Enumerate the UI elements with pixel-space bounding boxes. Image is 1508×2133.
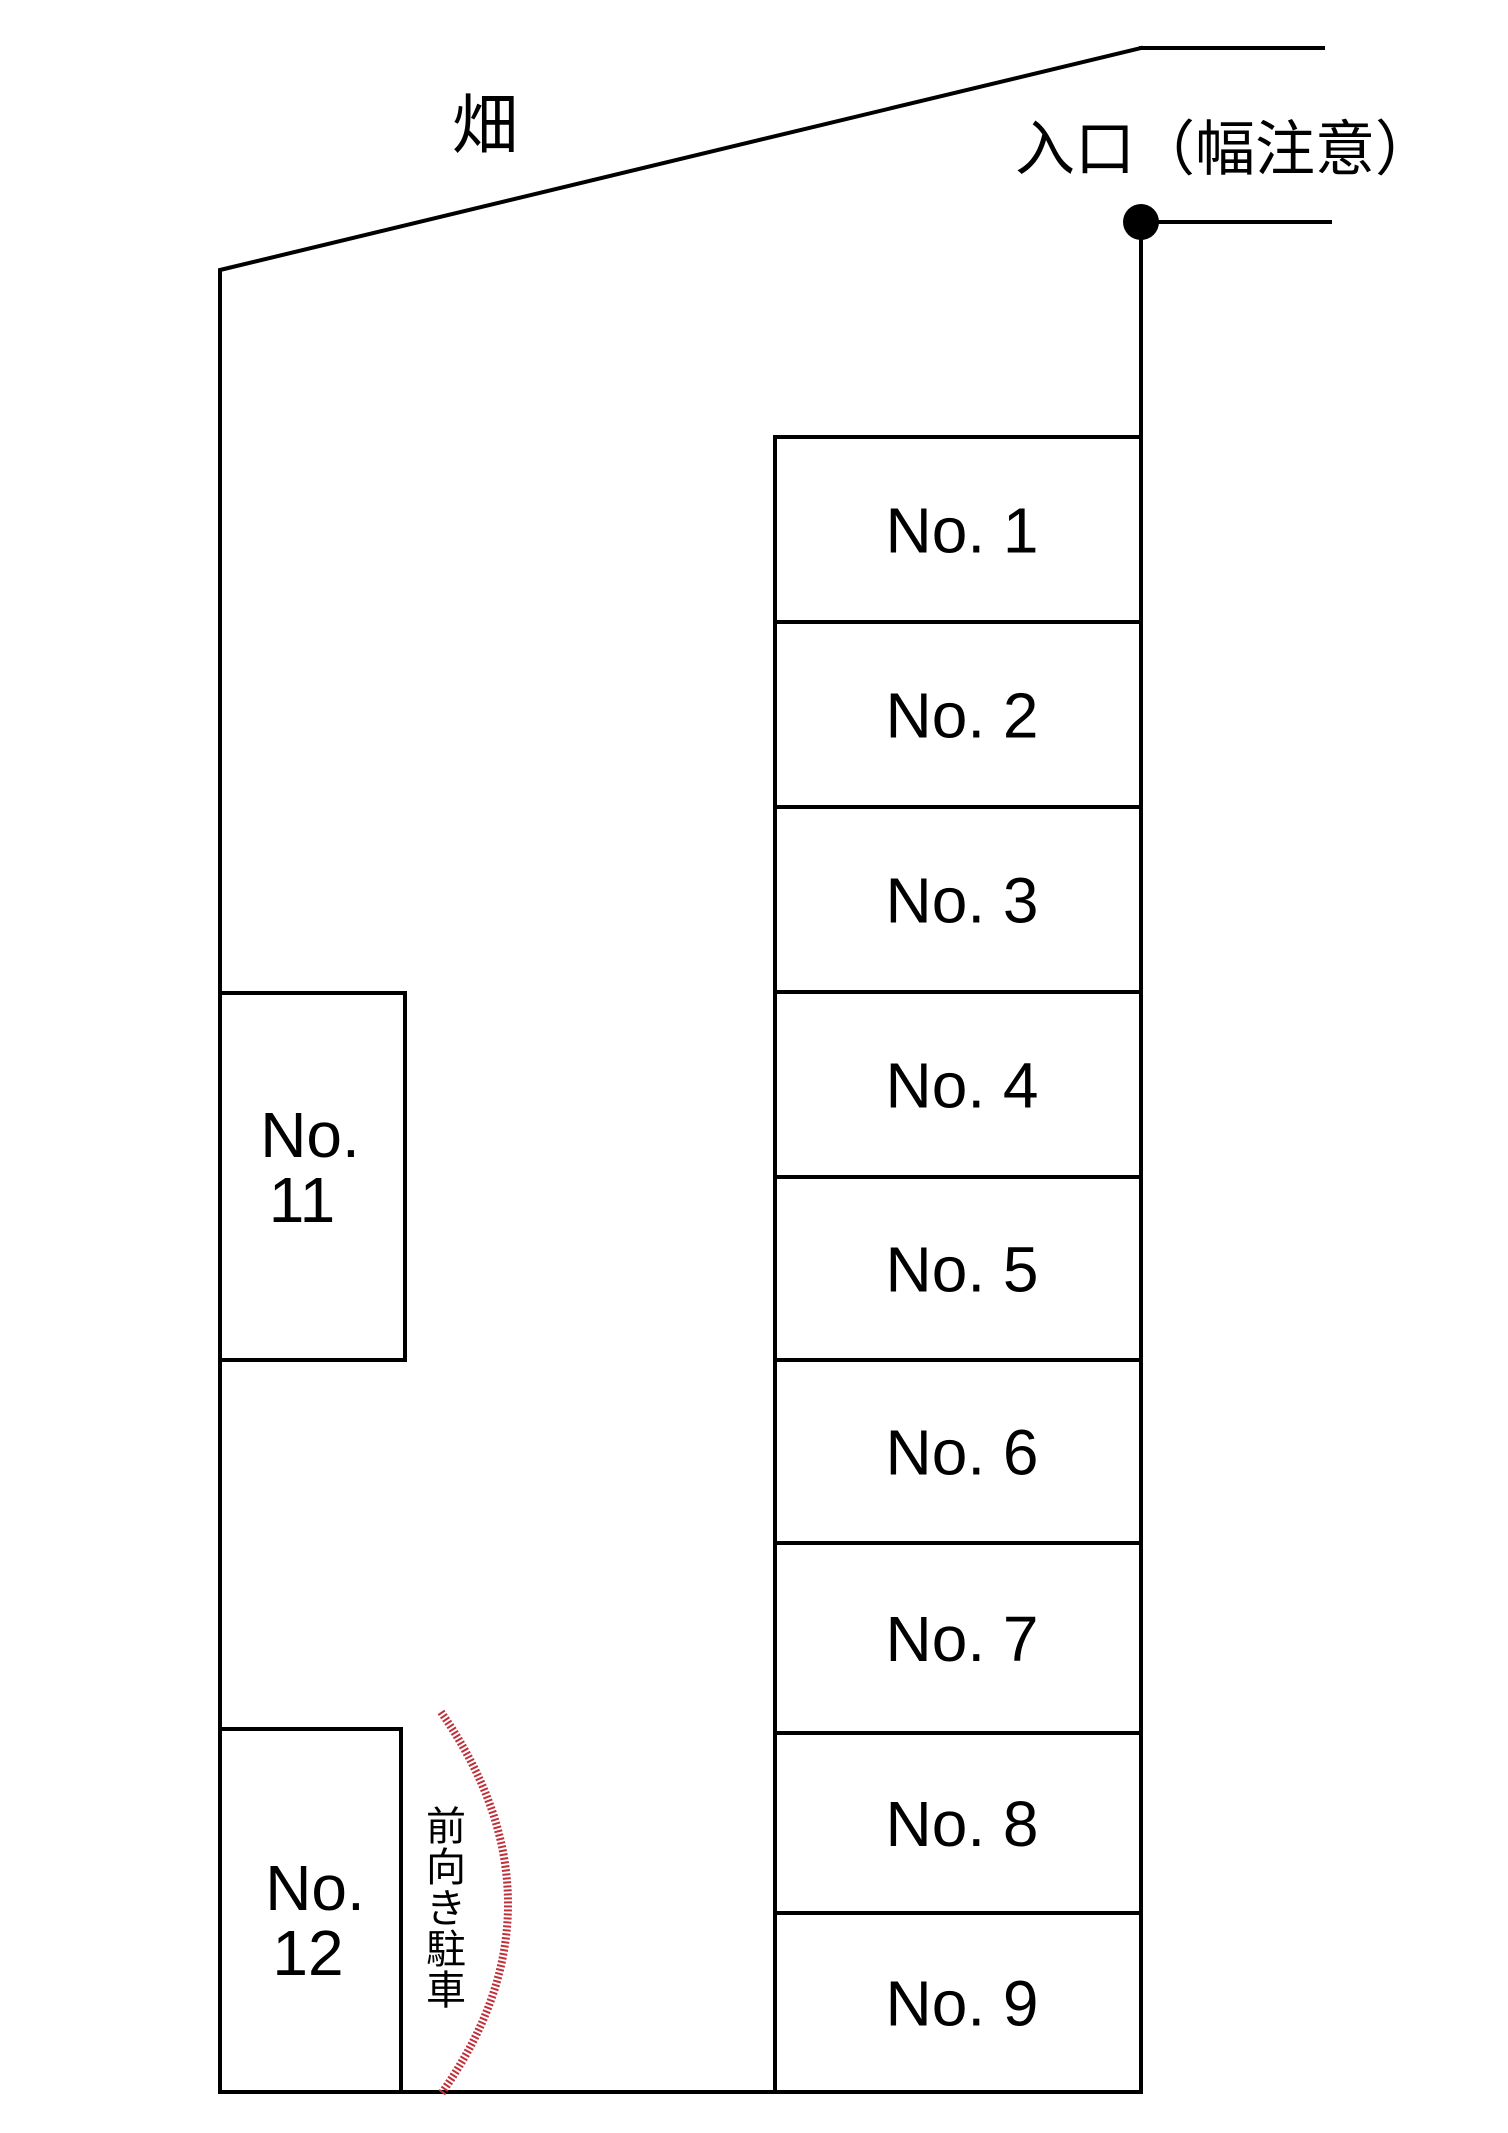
slot-7-label: No. 7: [886, 1603, 1039, 1675]
parking-slot-3: [773, 805, 1143, 994]
forward-parking-char: 向: [426, 1845, 466, 1891]
parking-slot-11: [218, 991, 407, 1362]
entrance-label: 入口（幅注意）: [1015, 115, 1435, 185]
slot-6-label: No. 6: [886, 1417, 1039, 1489]
forward-parking-arc: [437, 1709, 512, 2097]
parking-slot-7: [773, 1541, 1143, 1735]
entrance-marker: [1123, 204, 1159, 240]
slot-11-label-line1: No.: [260, 1099, 360, 1171]
slot-3-label: No. 3: [886, 865, 1039, 937]
slot-5-label: No. 5: [886, 1234, 1039, 1306]
slot-1-label: No. 1: [886, 495, 1039, 567]
forward-parking-char: 駐: [426, 1927, 466, 1973]
forward-parking-char: 前: [426, 1804, 466, 1850]
slot-4-label: No. 4: [886, 1050, 1039, 1122]
parking-slot-8: [773, 1731, 1143, 1915]
slot-11-label-line2: 11: [269, 1164, 335, 1236]
parking-slot-9: [773, 1911, 1143, 2094]
field-label: 畑: [452, 87, 518, 164]
slot-12-label-line1: No.: [265, 1852, 365, 1924]
right-slot-column: No. 1 No. 2 No. 3 No. 4 No. 5 No. 6 No. 7 No. 8…: [773, 435, 1143, 2094]
parking-slot-2: [773, 620, 1143, 809]
slot-2-label: No. 2: [886, 680, 1039, 752]
forward-parking-char: き: [426, 1886, 466, 1932]
slot-8-label: No. 8: [886, 1788, 1039, 1860]
slot-9-label: No. 9: [886, 1968, 1039, 2040]
parking-slot-1: [773, 435, 1143, 624]
forward-parking-char: 車: [426, 1968, 466, 2014]
parking-slot-12: [218, 1727, 403, 2094]
slot-12-label-line2: 12: [272, 1917, 343, 1989]
